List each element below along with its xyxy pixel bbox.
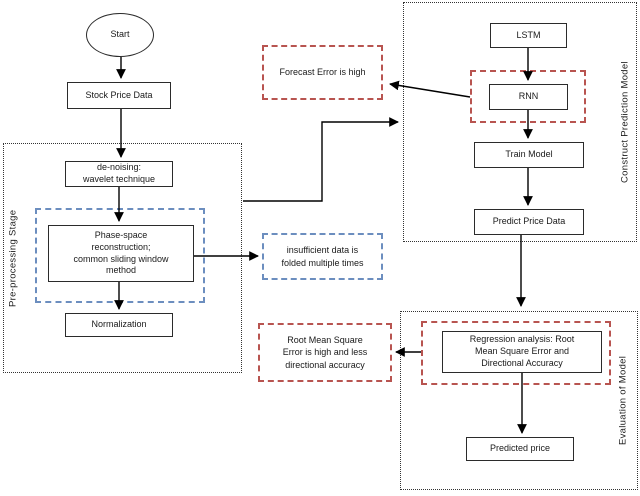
- node-predict-price-data: Predict Price Data: [474, 209, 584, 235]
- node-phase-space: Phase-space reconstruction; common slidi…: [48, 225, 194, 282]
- node-start: Start: [86, 13, 154, 57]
- construct-prediction-model-container: [403, 2, 637, 242]
- note-rmse-high: Root Mean Square Error is high and less …: [258, 323, 392, 382]
- node-predicted-price: Predicted price: [466, 437, 574, 461]
- node-lstm: LSTM: [490, 23, 567, 48]
- node-stock-price-data: Stock Price Data: [67, 82, 171, 109]
- regression-group-outline: [421, 321, 611, 385]
- node-regression-analysis: Regression analysis: Root Mean Square Er…: [442, 331, 602, 373]
- preprocessing-stage-label: Pre-processing Stage: [7, 209, 19, 307]
- node-normalization: Normalization: [65, 313, 173, 337]
- evaluation-of-model-container: [400, 311, 638, 490]
- construct-prediction-model-label: Construct Prediction Model: [619, 61, 631, 183]
- node-denoising: de-noising: wavelet technique: [65, 161, 173, 187]
- evaluation-of-model-label: Evaluation of Model: [617, 355, 629, 446]
- note-forecast-error: Forecast Error is high: [262, 45, 383, 100]
- node-rnn: RNN: [489, 84, 568, 110]
- node-train-model: Train Model: [474, 142, 584, 168]
- note-insufficient-data: insufficient data is folded multiple tim…: [262, 233, 383, 280]
- preprocessing-stage-container: [3, 143, 242, 373]
- arrow-preprocessing-to-construct: [243, 117, 399, 202]
